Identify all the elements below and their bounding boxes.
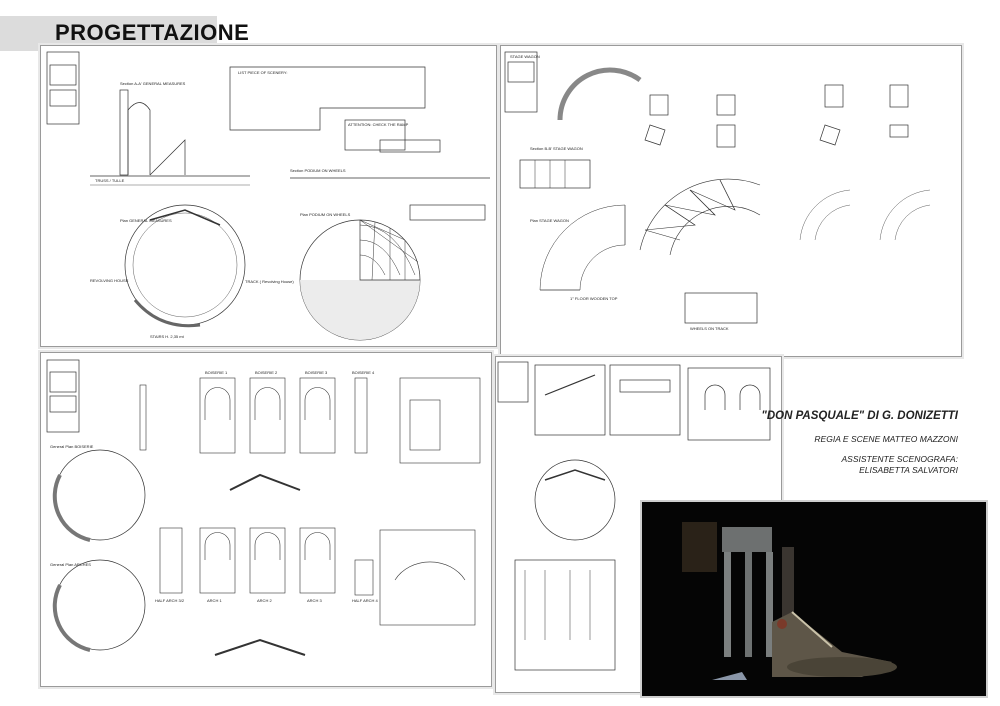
drawing-label: BOISERIE 3 xyxy=(305,370,328,375)
drawing-label: BOISERIE 4 xyxy=(352,370,375,375)
sheet-stage-wagon xyxy=(500,45,962,357)
title-block-1 xyxy=(46,51,80,125)
drawing-label: HALF ARCH 4 xyxy=(352,598,379,603)
drawing-label: General Plan BOISERIE xyxy=(50,444,94,449)
direction-credit: REGIA E SCENE MATTEO MAZZONI xyxy=(814,434,958,444)
title-block-4 xyxy=(497,361,529,403)
sheet-revolving-house xyxy=(40,45,497,347)
drawing-label: TRACK ( Revolving House) xyxy=(245,279,294,284)
drawing-label: Plan STAGE WAGON xyxy=(530,218,569,223)
truss-section xyxy=(119,89,129,176)
drawing-label: WHEELS ON TRACK xyxy=(690,326,729,331)
sheet-boiserie xyxy=(40,352,492,687)
drawing-label: ARCH 2 xyxy=(257,598,272,603)
stairs-plan xyxy=(534,459,616,541)
drawing-label: 1° FLOOR WOODEN TOP xyxy=(570,296,618,301)
assistant-credit: ASSISTENTE SCENOGRAFA: ELISABETTA SALVAT… xyxy=(761,454,958,476)
page-title: PROGETTAZIONE xyxy=(55,20,250,45)
title-block-2 xyxy=(504,51,538,113)
ramp-box xyxy=(344,119,406,151)
stage-wagon-truss xyxy=(639,178,761,256)
boiserie-elevations xyxy=(139,377,481,626)
assistant-role: ASSISTENTE SCENOGRAFA: xyxy=(841,454,958,464)
drawing-label: BOISERIE 1 xyxy=(205,370,228,375)
drawing-label: Section B-B' STAGE WAGON xyxy=(530,146,583,151)
drawing-label: LIST PIECE OF SCENERY: xyxy=(238,70,287,75)
project-credits: "DON PASQUALE" DI G. DONIZETTI REGIA E S… xyxy=(761,410,958,476)
drawing-label: Plan GENERAL MEASURES xyxy=(120,218,172,223)
scenery-list-box xyxy=(229,66,426,131)
stage-scene-illustration xyxy=(682,522,897,680)
drawing-label: HALF ARCH 3/2 xyxy=(155,598,185,603)
title-block-3 xyxy=(46,359,80,433)
drawing-label: ATTENTION: CHECK THE RAMP xyxy=(348,122,409,127)
drawing-label: General Plan ARCHES xyxy=(50,562,91,567)
opera-title: "DON PASQUALE" DI G. DONIZETTI xyxy=(761,410,958,422)
drawing-label: Section A-A' GENERAL MEASURES xyxy=(120,81,186,86)
assistant-name: ELISABETTA SALVATORI xyxy=(859,465,958,475)
drawing-label: Plan PODIUM ON WHEELS xyxy=(300,212,351,217)
drawing-label: BOISERIE 2 xyxy=(255,370,278,375)
drawing-label: Section PODIUM ON WHEELS xyxy=(290,168,346,173)
drawing-label: ARCH 3 xyxy=(307,598,322,603)
drawing-label: ARCH 1 xyxy=(207,598,222,603)
drawing-label: REVOLVING HOUSE xyxy=(90,278,129,283)
drawing-label: STAGE WAGON xyxy=(510,54,540,59)
drawing-label: TRUSS / TULLE xyxy=(95,178,125,183)
stage-photo xyxy=(640,500,988,698)
drawing-label: STAIRS H. 2,35 mt xyxy=(150,334,185,339)
